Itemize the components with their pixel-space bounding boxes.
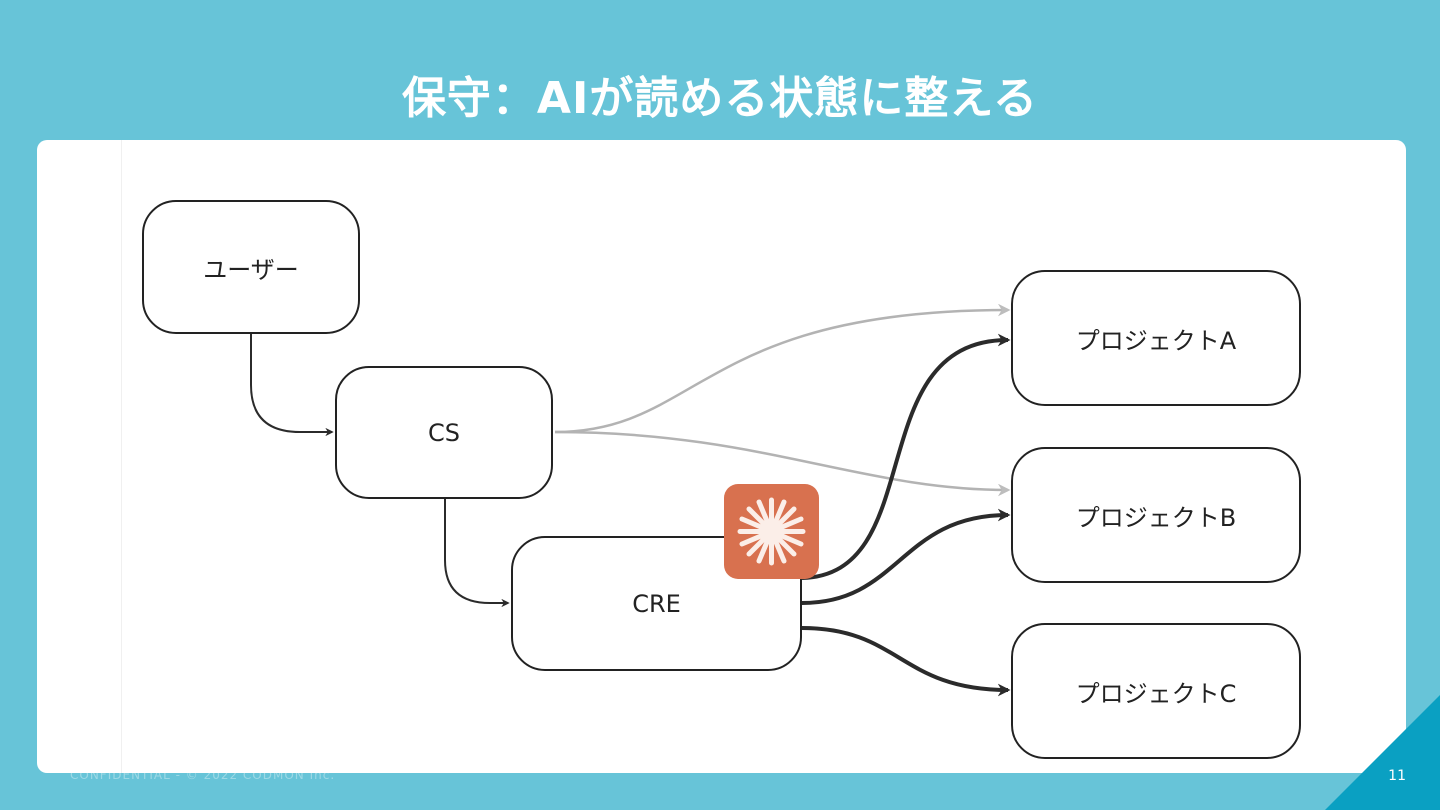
edge-cre-project-a (801, 333, 1011, 580)
node-user: ユーザー (142, 200, 360, 334)
corner-accent (1325, 695, 1440, 810)
node-project-c: プロジェクトC (1011, 623, 1301, 759)
node-cs: CS (335, 366, 553, 499)
edge-cs-project-a (554, 303, 1011, 434)
page-number: 11 (1388, 768, 1406, 784)
edge-cre-project-b (801, 508, 1011, 605)
ai-badge (724, 484, 819, 579)
panel-guide-line (121, 140, 122, 773)
ai-sparkle-icon (737, 497, 806, 566)
slide-title: 保守：AIが読める状態に整える (401, 73, 1039, 124)
edge-cre-project-c (801, 626, 1011, 697)
edge-cs-project-b (554, 430, 1011, 497)
node-project-a: プロジェクトA (1011, 270, 1301, 406)
confidential-footer: CONFIDENTIAL - © 2022 CODMON Inc. (70, 768, 336, 782)
node-project-b: プロジェクトB (1011, 447, 1301, 583)
edge-cs-cre (444, 499, 510, 608)
edge-user-cs (250, 334, 334, 437)
